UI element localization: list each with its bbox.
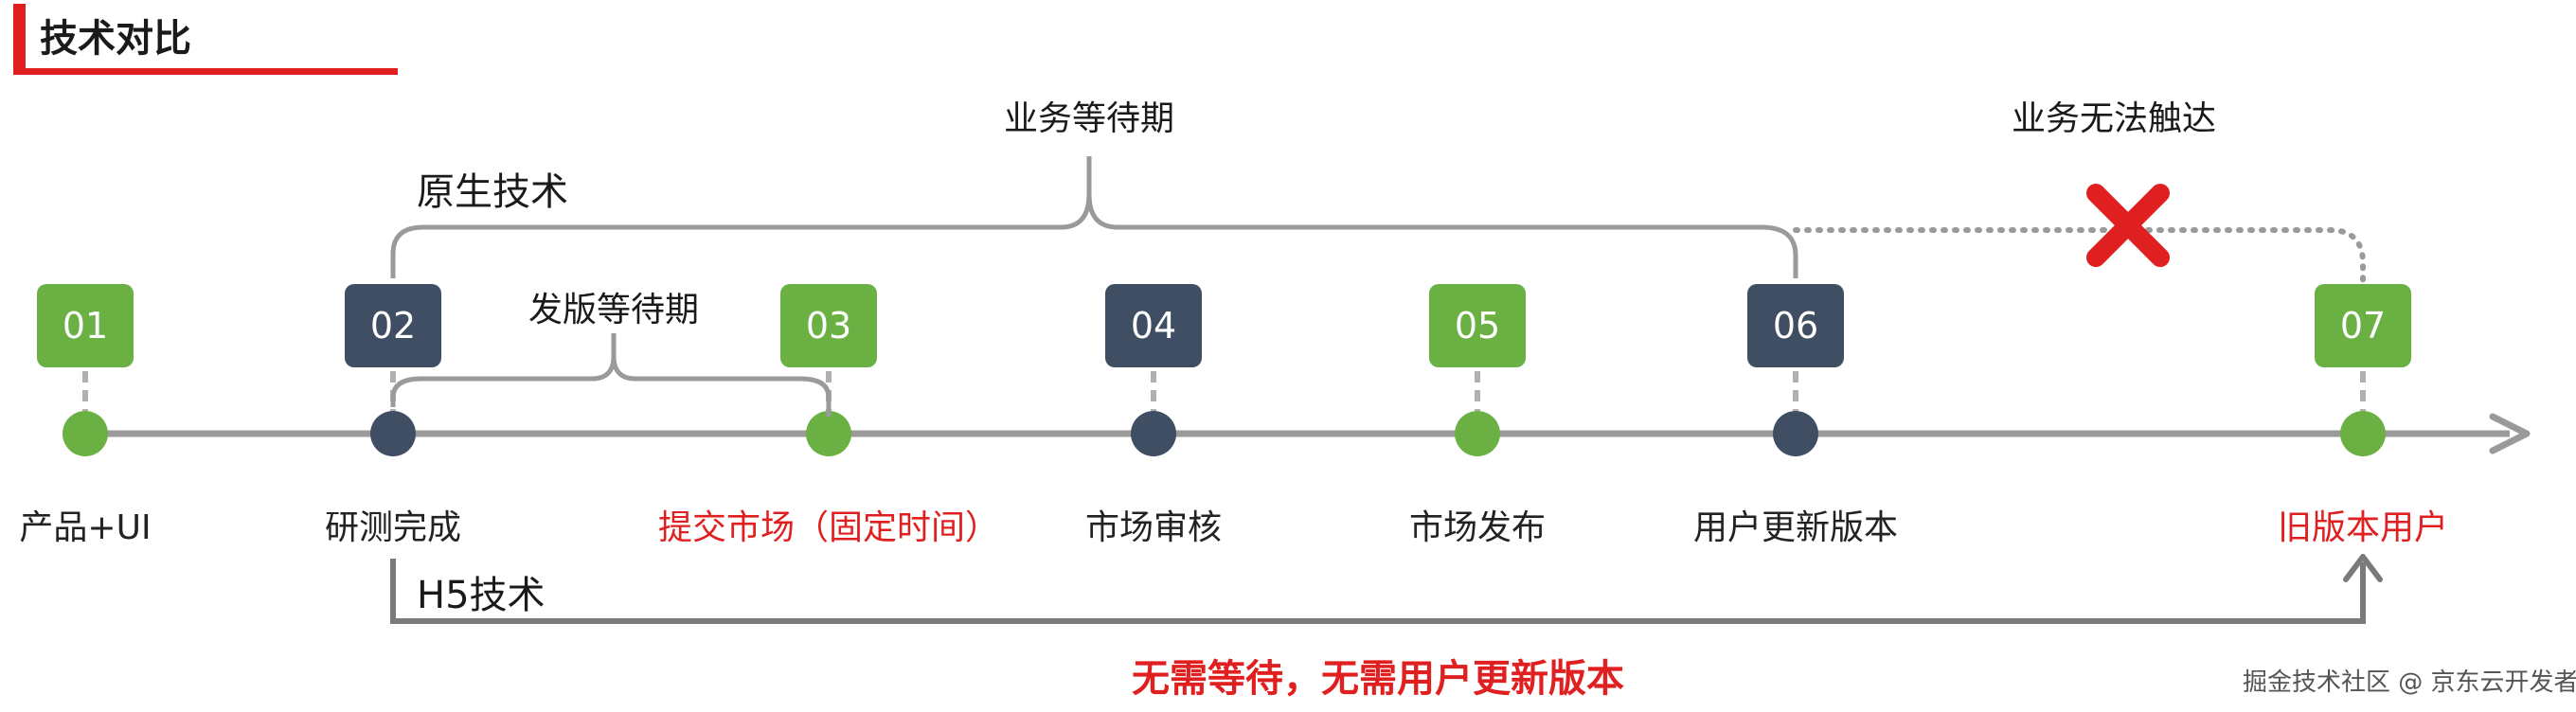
arrow-up-icon: [2343, 554, 2383, 582]
node-label-04: 市场审核: [1084, 508, 1223, 547]
node-dot-04: [1131, 411, 1176, 456]
node-dot-05: [1455, 411, 1500, 456]
node-dot-07: [2340, 411, 2386, 456]
title-accent-bar: [13, 4, 26, 72]
node-label-06: 用户更新版本: [1692, 508, 1899, 547]
node-dot-02: [370, 411, 416, 456]
node-dot-03: [806, 411, 851, 456]
node-label-07: 旧版本用户: [2277, 508, 2449, 547]
unreachable-label: 业务无法触达: [2011, 99, 2217, 138]
node-box-01: 01: [37, 284, 134, 367]
node-dot-06: [1773, 411, 1818, 456]
node-label-02: 研测完成: [324, 508, 462, 547]
node-dot-01: [63, 411, 108, 456]
unreachable-path: [1793, 227, 2366, 283]
arrow-right-icon: [2489, 413, 2531, 454]
node-box-05: 05: [1429, 284, 1526, 367]
native-brace: [390, 156, 1798, 278]
native-tech-label: 原生技术: [417, 170, 568, 214]
node-dots: [63, 411, 2386, 456]
node-label-05: 市场发布: [1408, 508, 1547, 547]
section-title: 技术对比: [13, 0, 398, 78]
benefit-banner: 无需等待，无需用户更新版本: [1132, 657, 1624, 701]
cross-icon: [2086, 184, 2170, 267]
node-box-03: 03: [780, 284, 877, 367]
node-label-03: 提交市场（固定时间）: [657, 508, 1000, 547]
node-box-07: 07: [2315, 284, 2411, 367]
main-timeline: [85, 413, 2531, 454]
title-text: 技术对比: [40, 17, 191, 61]
release-wait-label: 发版等待期: [528, 291, 700, 329]
node-box-06: 06: [1747, 284, 1844, 367]
node-box-02: 02: [345, 284, 441, 367]
node-label-01: 产品+UI: [19, 508, 152, 547]
title-underline: [13, 68, 398, 75]
watermark: 掘金技术社区 @ 京东云开发者: [2243, 668, 2576, 697]
h5-path: [390, 554, 2383, 624]
release-wait-brace: [390, 333, 832, 417]
h5-tech-label: H5技术: [417, 574, 546, 617]
business-wait-label: 业务等待期: [1003, 99, 1175, 138]
node-box-04: 04: [1105, 284, 1202, 367]
